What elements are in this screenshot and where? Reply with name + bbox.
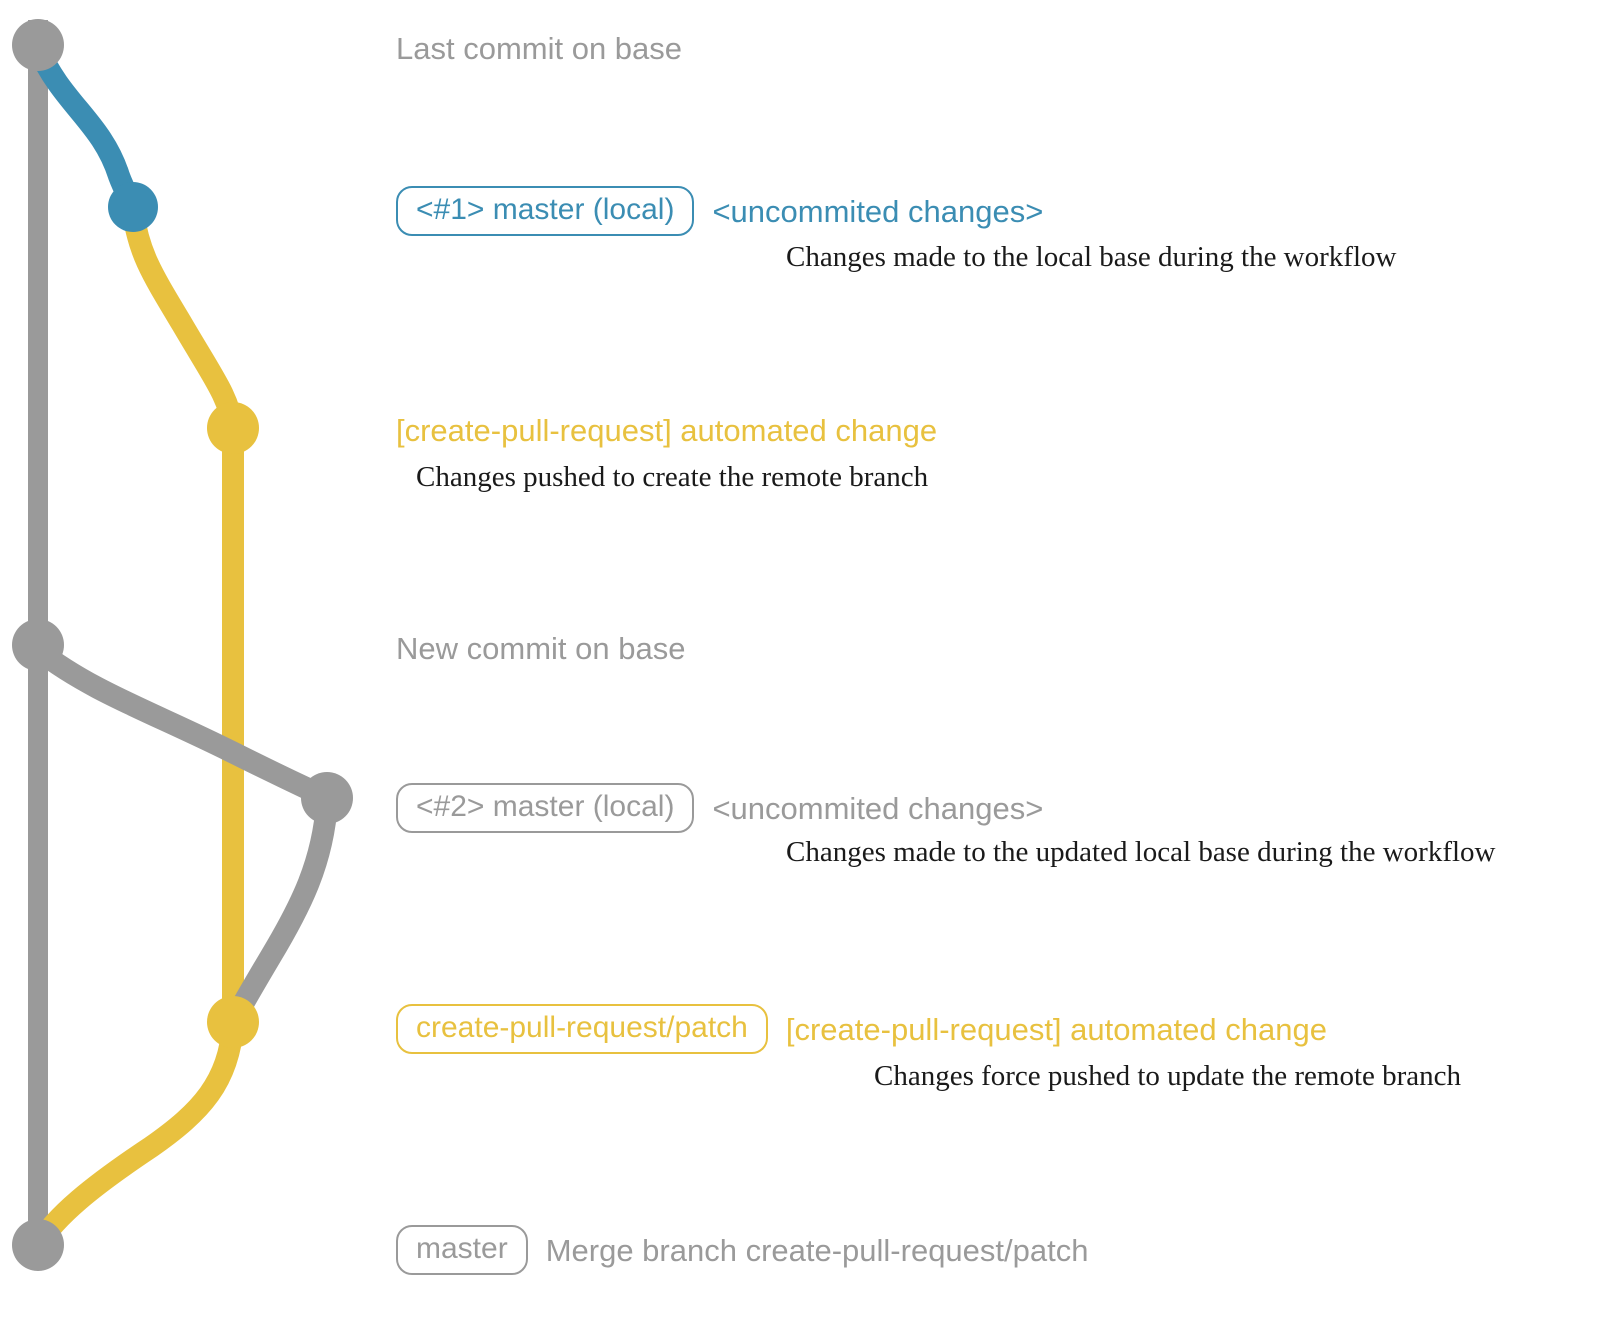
- merge-commit-node: [12, 1219, 64, 1271]
- row-master-local-2: <#2> master (local) <uncommited changes>: [396, 783, 1043, 833]
- commit-subject: New commit on base: [396, 631, 686, 666]
- note-master-local-2: Changes made to the updated local base d…: [786, 836, 1496, 868]
- graph-nodes: [12, 19, 353, 1271]
- commit-subject: Last commit on base: [396, 31, 683, 66]
- commit-subject: <uncommited changes>: [712, 193, 1044, 229]
- base-commit-node: [12, 19, 64, 71]
- ref-pill-master[interactable]: master: [396, 1225, 528, 1275]
- ref-pill-create-pull-request-patch[interactable]: create-pull-request/patch: [396, 1004, 768, 1054]
- base-commit-node: [12, 619, 64, 671]
- note-master-local-1: Changes made to the local base during th…: [786, 241, 1397, 273]
- patch-commit-node: [207, 402, 259, 454]
- commit-subject: [create-pull-request] automated change: [785, 1011, 1327, 1047]
- commit-graph: [12, 19, 353, 1271]
- edge-local1-to-patch1: [122, 201, 244, 439]
- row-new-commit-on-base: New commit on base: [396, 633, 685, 664]
- row-master-local-1: <#1> master (local) <uncommited changes>: [396, 186, 1043, 236]
- ref-pill-master-local-1[interactable]: <#1> master (local): [396, 186, 695, 236]
- local-commit-node: [301, 772, 353, 824]
- edge-patch2-to-base: [27, 1013, 244, 1256]
- commit-subject: Merge branch create-pull-request/patch: [545, 1232, 1089, 1268]
- commit-subject: [create-pull-request] automated change: [396, 413, 938, 448]
- row-automated-change-1: [create-pull-request] automated change: [396, 415, 937, 446]
- row-automated-change-2: create-pull-request/patch [create-pull-r…: [396, 1004, 1327, 1054]
- row-last-commit-on-base: Last commit on base: [396, 33, 682, 64]
- local-commit-node: [108, 182, 158, 232]
- ref-pill-master-local-2[interactable]: <#2> master (local): [396, 783, 695, 833]
- note-automated-change-2: Changes force pushed to update the remot…: [874, 1060, 1462, 1092]
- note-automated-change-1: Changes pushed to create the remote bran…: [416, 461, 929, 493]
- patch-commit-node: [207, 996, 259, 1048]
- commit-subject: <uncommited changes>: [712, 790, 1044, 826]
- row-merge-commit: master Merge branch create-pull-request/…: [396, 1225, 1088, 1275]
